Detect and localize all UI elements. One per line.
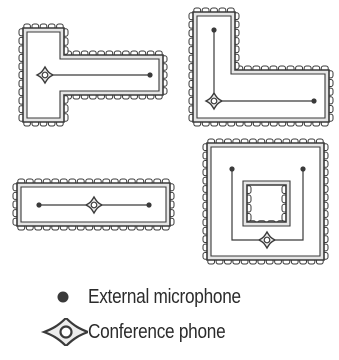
legend-label-conference-phone: Conference phone	[88, 320, 226, 343]
conference-phone-center	[41, 71, 49, 79]
microphones	[36, 27, 317, 208]
microphone-dot-icon	[211, 27, 217, 33]
conference-phone-center	[90, 201, 98, 209]
microphone-dot-icon	[229, 166, 235, 172]
conference-phone-center	[210, 97, 218, 105]
legend-item-conference-phone: Conference phone	[18, 318, 248, 346]
phones	[35, 65, 277, 250]
microphone-dot-icon	[57, 291, 69, 303]
microphone-dot-icon	[311, 98, 317, 104]
conference-table-layouts	[12, 7, 334, 265]
table-l-shape-inner	[196, 15, 326, 119]
conference-phone-icon	[40, 318, 88, 346]
microphone-dot-icon	[146, 202, 152, 208]
legend-item-microphone: External microphone	[18, 283, 266, 311]
microphone-dot-icon	[300, 166, 306, 172]
legend-label-microphone: External microphone	[88, 285, 241, 308]
table-u-shape-inner	[210, 146, 321, 257]
microphone-dot-icon	[36, 202, 42, 208]
conference-phone-center	[263, 236, 271, 244]
microphone-dot-icon	[147, 72, 153, 78]
